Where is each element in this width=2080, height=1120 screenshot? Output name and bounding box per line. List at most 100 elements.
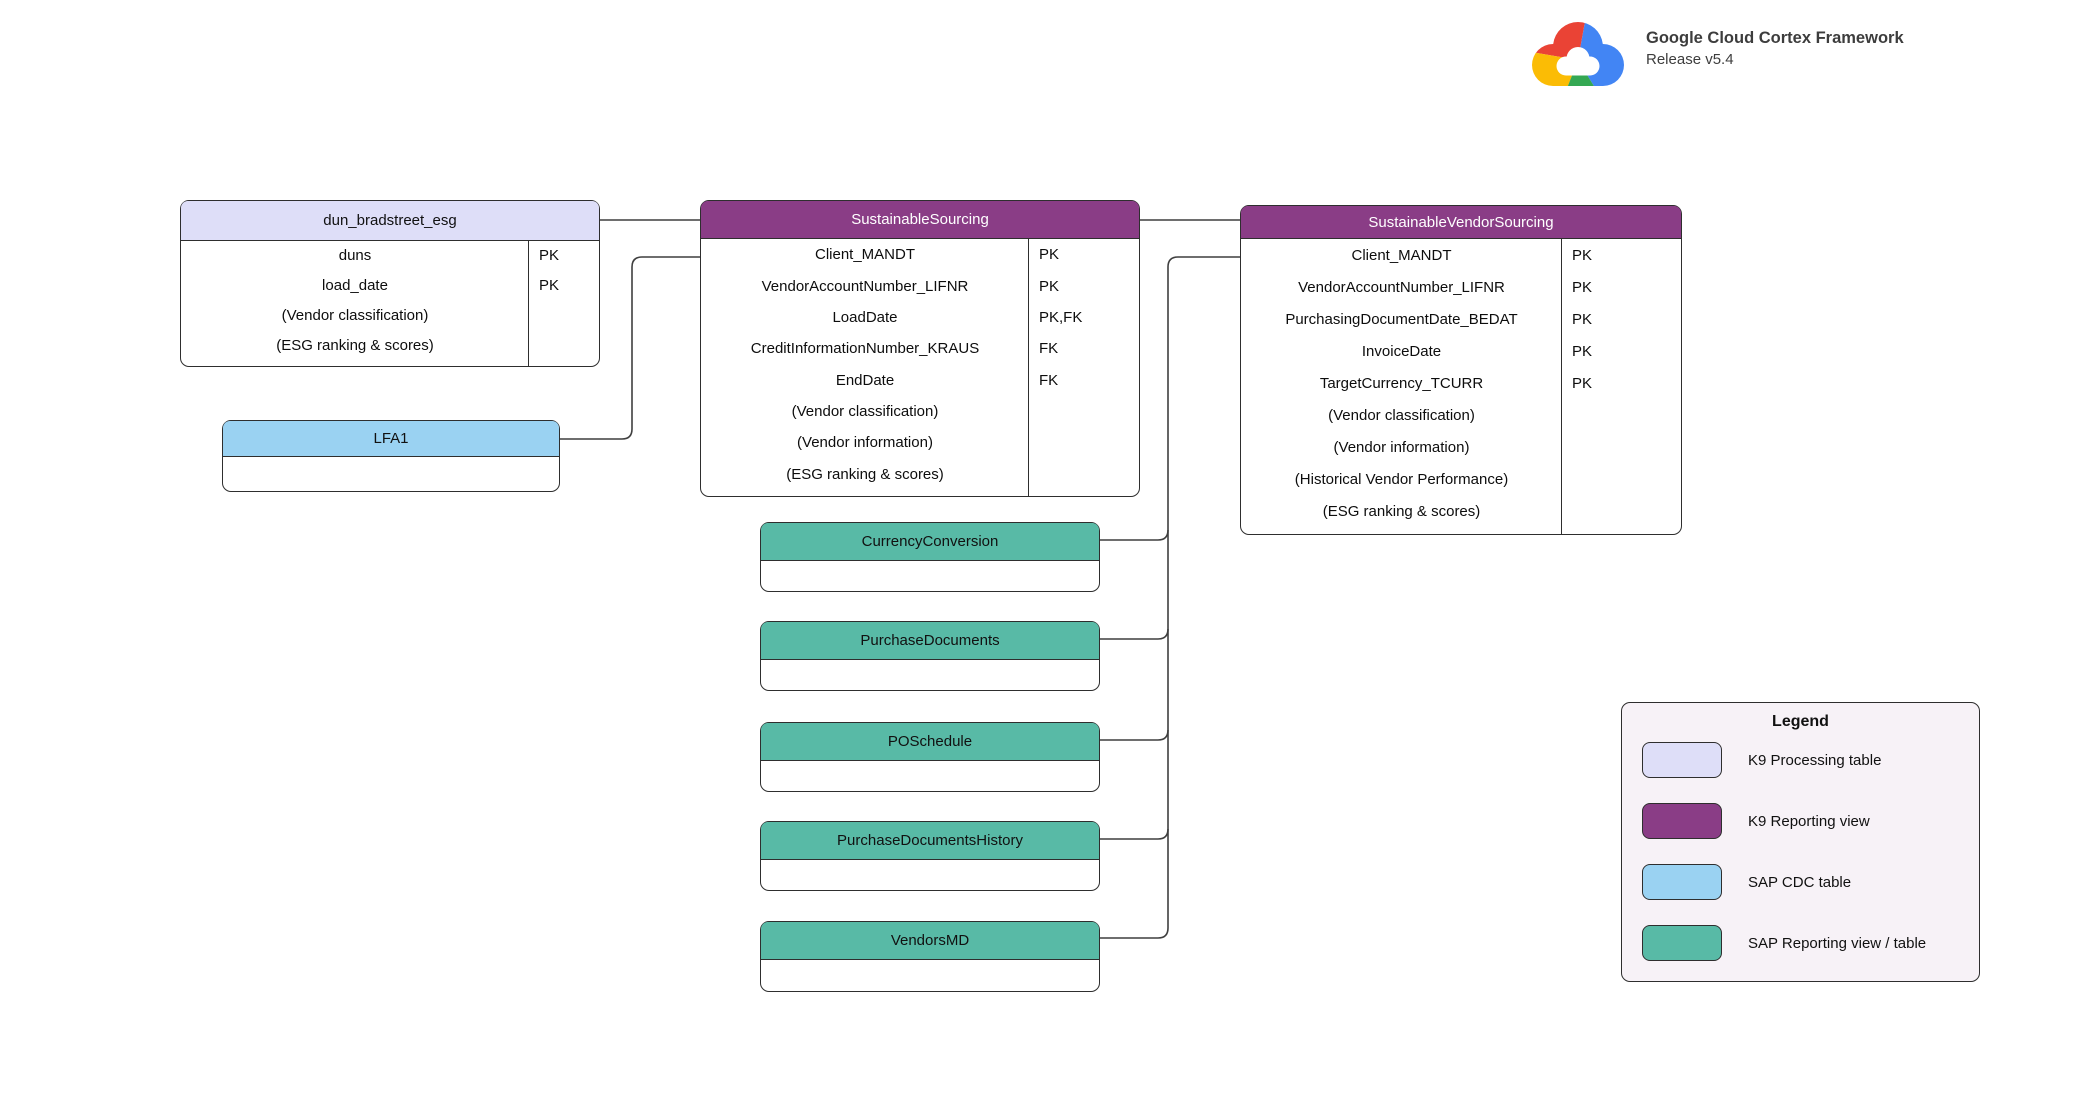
table-row: (Vendor information) — [701, 427, 1139, 458]
row-name: (Vendor information) — [797, 434, 933, 452]
row-key: PK — [1572, 246, 1593, 264]
table-lfa1: LFA1 — [222, 420, 560, 492]
edge-purchasedocumentshistory-branch — [1100, 828, 1169, 840]
edge-purchasedocuments-branch — [1100, 628, 1169, 640]
table-empty-body — [761, 660, 1099, 690]
row-name: EndDate — [835, 371, 895, 389]
table-title: VendorsMD — [761, 922, 1099, 960]
sap-cdc-table-swatch — [1642, 864, 1722, 900]
table-title: PurchaseDocumentsHistory — [761, 822, 1099, 860]
table-sustainable-vendor-sourcing: SustainableVendorSourcing Client_MANDT PK… — [1240, 205, 1682, 535]
k9-processing-table-swatch — [1642, 742, 1722, 778]
row-key: PK — [539, 277, 560, 295]
table-row: (Vendor information) — [1241, 432, 1681, 464]
row-name: duns — [338, 247, 372, 265]
table-empty-body — [223, 457, 559, 491]
brand-release-version: Release v5.4 — [1646, 51, 1734, 69]
row-name: (Vendor classification) — [281, 306, 429, 324]
row-name: VendorAccountNumber_LIFNR — [1298, 278, 1505, 296]
legend-label: SAP Reporting view / table — [1748, 934, 1927, 952]
legend: Legend K9 Processing table K9 Reporting … — [1621, 702, 1980, 982]
row-key: PK — [1572, 374, 1593, 392]
table-title: PurchaseDocuments — [761, 622, 1099, 660]
row-name: CreditInformationNumber_KRAUS — [750, 340, 980, 358]
brand-title: Google Cloud Cortex Framework — [1646, 29, 1904, 47]
table-row: (ESG ranking & scores) — [1241, 496, 1681, 528]
row-key: FK — [1039, 340, 1059, 358]
table-title: dun_bradstreet_esg — [181, 201, 599, 241]
row-name: PurchasingDocumentDate_BEDAT — [1285, 310, 1518, 328]
table-row: InvoiceDate PK — [1241, 335, 1681, 367]
k9-reporting-view-swatch — [1642, 803, 1722, 839]
row-name: (ESG ranking & scores) — [1322, 503, 1481, 521]
table-row: CreditInformationNumber_KRAUS FK — [701, 333, 1139, 364]
table-purchase-documents: PurchaseDocuments — [760, 621, 1100, 691]
table-row: VendorAccountNumber_LIFNR PK — [1241, 271, 1681, 303]
row-name: (ESG ranking & scores) — [786, 465, 944, 483]
table-row: TargetCurrency_TCURR PK — [1241, 367, 1681, 399]
table-row: LoadDate PK,FK — [701, 302, 1139, 333]
table-row: duns PK — [181, 241, 599, 271]
legend-item: SAP CDC table — [1642, 864, 1979, 900]
row-name: (ESG ranking & scores) — [276, 336, 434, 354]
table-empty-body — [761, 561, 1099, 591]
table-empty-body — [761, 860, 1099, 890]
edge-currencyconversion-branch — [1100, 529, 1169, 541]
legend-title: Legend — [1772, 713, 1829, 730]
table-row: EndDate FK — [701, 365, 1139, 396]
table-title: SustainableSourcing — [701, 201, 1139, 239]
brand-header: Google Cloud Cortex Framework Release v5… — [1528, 13, 1904, 97]
row-key: PK — [1572, 278, 1593, 296]
table-empty-body — [761, 761, 1099, 791]
google-cloud-logo-icon — [1532, 22, 1624, 86]
table-row: PurchasingDocumentDate_BEDAT PK — [1241, 303, 1681, 335]
table-row: (ESG ranking & scores) — [701, 459, 1139, 490]
table-row: Client_MANDT PK — [1241, 239, 1681, 271]
table-title: CurrencyConversion — [761, 523, 1099, 561]
row-name: VendorAccountNumber_LIFNR — [761, 277, 969, 295]
edge-poschedule-branch — [1100, 729, 1169, 741]
row-name: Client_MANDT — [1351, 246, 1452, 264]
table-row: VendorAccountNumber_LIFNR PK — [701, 270, 1139, 301]
row-name: InvoiceDate — [1361, 342, 1442, 360]
legend-item: K9 Processing table — [1642, 742, 1979, 778]
table-vendors-md: VendorsMD — [760, 921, 1100, 992]
row-key: FK — [1039, 371, 1059, 389]
table-row: (Vendor classification) — [701, 396, 1139, 427]
table-title: SustainableVendorSourcing — [1241, 206, 1681, 239]
table-row: Client_MANDT PK — [701, 239, 1139, 270]
sap-reporting-view-table-swatch — [1642, 925, 1722, 961]
table-row: (Vendor classification) — [1241, 400, 1681, 432]
row-key: PK — [539, 247, 560, 265]
legend-item: SAP Reporting view / table — [1642, 925, 1979, 961]
table-purchase-documents-history: PurchaseDocumentsHistory — [760, 821, 1100, 891]
row-key: PK — [1572, 342, 1593, 360]
row-name: load_date — [322, 277, 388, 295]
table-row: (Historical Vendor Performance) — [1241, 464, 1681, 496]
table-row: load_date PK — [181, 271, 599, 301]
table-currency-conversion: CurrencyConversion — [760, 522, 1100, 592]
table-row: (ESG ranking & scores) — [181, 330, 599, 360]
table-po-schedule: POSchedule — [760, 722, 1100, 792]
legend-item: K9 Reporting view — [1642, 803, 1979, 839]
row-name: Client_MANDT — [814, 246, 916, 264]
row-key: PK — [1039, 277, 1060, 295]
row-name: (Vendor information) — [1333, 439, 1470, 457]
row-key: PK,FK — [1039, 308, 1083, 326]
table-row: (Vendor classification) — [181, 301, 599, 331]
legend-label: SAP CDC table — [1748, 873, 1852, 891]
row-key: PK — [1039, 246, 1060, 264]
row-name: (Historical Vendor Performance) — [1294, 471, 1509, 489]
table-title: POSchedule — [761, 723, 1099, 761]
table-sustainable-sourcing: SustainableSourcing Client_MANDT PK Vendo… — [700, 200, 1140, 497]
table-title: LFA1 — [223, 421, 559, 457]
row-name: (Vendor classification) — [791, 403, 939, 421]
row-name: LoadDate — [832, 308, 898, 326]
legend-label: K9 Reporting view — [1748, 812, 1870, 830]
legend-label: K9 Processing table — [1748, 751, 1882, 769]
row-name: TargetCurrency_TCURR — [1319, 374, 1484, 392]
row-key: PK — [1572, 310, 1593, 328]
table-empty-body — [761, 960, 1099, 991]
